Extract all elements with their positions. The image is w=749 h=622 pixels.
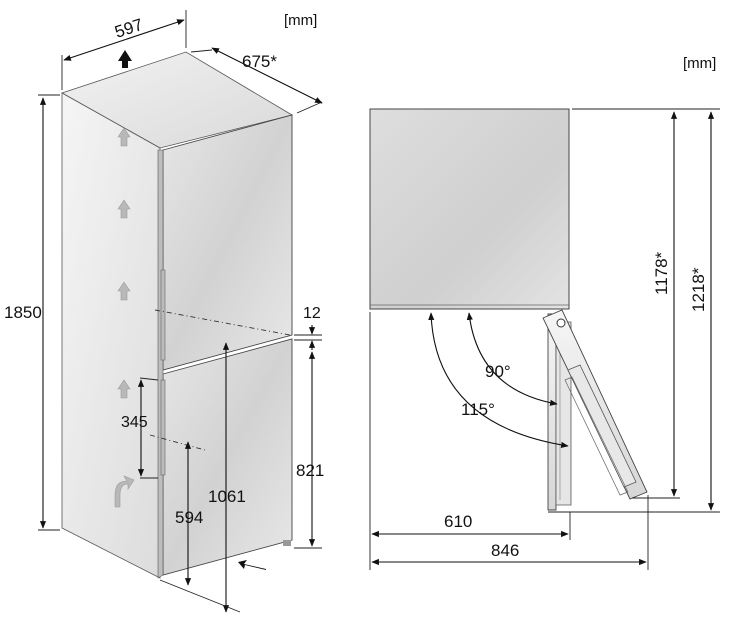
height-dimension: 1850 [4, 303, 42, 322]
cabinet-plan [369, 108, 570, 310]
left-view: 597 675* [mm] 1850 12 821 345 [4, 10, 324, 613]
lower-handle [160, 379, 166, 476]
fridge-upper-door [162, 114, 293, 371]
width-115-dimension: 1218* [689, 267, 708, 312]
lower-compartment-dimension: 821 [296, 461, 324, 480]
angle-115-label: 115° [461, 400, 495, 419]
airflow-arrows [114, 127, 135, 508]
angle-90-label: 90° [485, 362, 511, 381]
handle-length-dimension: 345 [121, 414, 148, 431]
airflow-in-arrow-icon [238, 560, 266, 570]
fridge-lower-door [162, 338, 293, 576]
freezer-top-height-dimension: 1061 [208, 487, 246, 506]
up-arrow-icon [118, 50, 132, 68]
upper-handle [160, 269, 166, 361]
depth-dimension: 675* [242, 52, 277, 71]
depth-90-dimension: 610 [444, 512, 472, 531]
width-dimension: 597 [112, 15, 145, 42]
lower-handle-height-dimension: 594 [175, 508, 203, 527]
unit-label-right: [mm] [683, 55, 716, 72]
depth-115-dimension: 846 [491, 541, 519, 560]
right-view: [mm] 90° 115° 610 [369, 55, 720, 570]
unit-label-left: [mm] [284, 12, 317, 29]
width-90-dimension: 1178* [652, 251, 671, 295]
fridge-side-face [61, 92, 161, 579]
handle-gap-dimension: 12 [303, 305, 321, 322]
